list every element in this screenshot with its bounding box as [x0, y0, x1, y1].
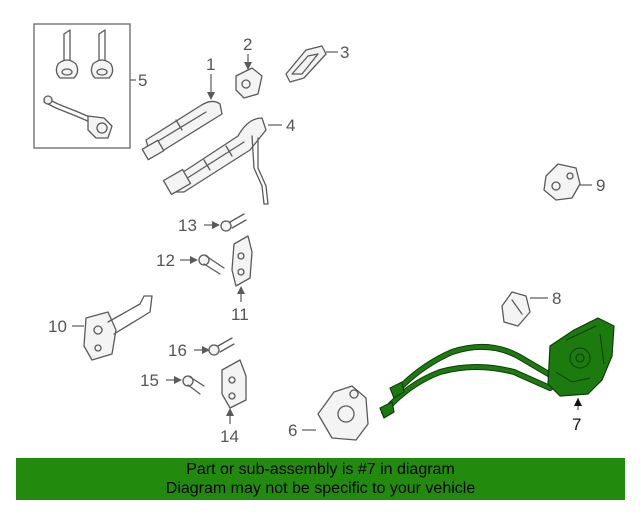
callout-8: 8	[552, 289, 561, 308]
part-5-key-cylinder-set	[33, 23, 136, 149]
part-10-door-check	[72, 295, 153, 361]
part-9-striker	[543, 163, 592, 201]
part-1-outside-handle	[141, 74, 223, 161]
callout-4: 4	[286, 116, 295, 135]
part-11-upper-hinge	[231, 235, 253, 302]
part-6-latch-cover	[302, 385, 369, 441]
callout-13: 13	[178, 216, 197, 235]
callout-12: 12	[156, 251, 175, 270]
banner-line-disclaimer: Diagram may not be specific to your vehi…	[165, 480, 476, 497]
callout-14: 14	[220, 427, 239, 446]
lock-cylinder-icon	[43, 95, 113, 139]
part-info-banner: Part or sub-assembly is #7 in diagram Di…	[16, 458, 625, 500]
part-15-bolt	[166, 375, 205, 395]
part-12-bolt	[180, 254, 225, 275]
part-14-lower-hinge	[221, 359, 247, 424]
callout-2: 2	[243, 35, 252, 54]
part-8-bracket	[501, 291, 548, 327]
part-16-bolt	[194, 337, 235, 356]
banner-line-part-number: Part or sub-assembly is #7 in diagram	[186, 461, 455, 478]
part-7-latch-actuator-highlighted	[379, 317, 615, 419]
callout-16: 16	[168, 341, 187, 360]
part-13-bolt	[204, 213, 247, 232]
key-right-icon	[90, 29, 114, 79]
callout-9: 9	[596, 176, 605, 195]
callout-15: 15	[140, 371, 159, 390]
callout-6: 6	[288, 421, 297, 440]
callout-7: 7	[572, 415, 581, 434]
callout-1: 1	[206, 55, 215, 74]
callout-3: 3	[340, 43, 349, 62]
callout-11: 11	[231, 305, 249, 324]
part-4-handle-frame	[162, 117, 282, 205]
callout-5: 5	[138, 71, 147, 90]
key-left-icon	[55, 29, 79, 79]
callout-10: 10	[48, 317, 67, 336]
part-3-handle-gasket	[285, 45, 338, 83]
part-2-handle-cap	[235, 54, 263, 99]
